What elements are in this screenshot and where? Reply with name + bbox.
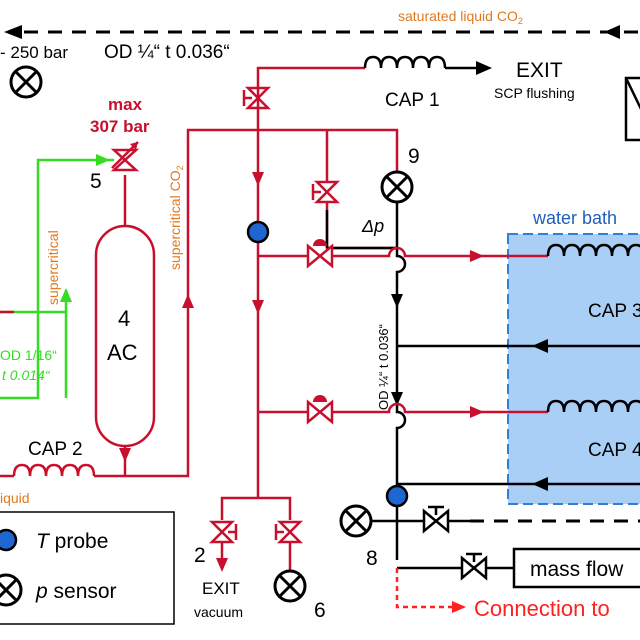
- vacuum-label: vacuum: [194, 604, 243, 620]
- cap1-exit-arrow: [476, 61, 492, 75]
- green-feed-arrow-1: [96, 154, 110, 166]
- valve-cap4[interactable]: [306, 395, 334, 425]
- liquid-partial-label: iquid: [0, 490, 30, 506]
- saturated-line-arrow-right: [604, 25, 620, 39]
- cap3-coil: [546, 243, 640, 257]
- connection-arrow: [452, 601, 466, 613]
- valve-top[interactable]: [242, 86, 272, 110]
- main-line-arrow-2: [252, 300, 264, 314]
- valve-bypass[interactable]: [311, 180, 341, 204]
- temperature-probe-upper: [246, 220, 270, 244]
- connection-dashed-line: [395, 568, 452, 609]
- valve-mass-flow[interactable]: [460, 552, 488, 581]
- saturated-line-arrow-left: [4, 25, 22, 39]
- cap4-label: CAP 4: [588, 440, 640, 461]
- sensor-9-label: 9: [408, 145, 420, 168]
- delta-p-label: Δp: [361, 216, 384, 236]
- cap3-label: CAP 3: [588, 301, 640, 322]
- valve-lower-1[interactable]: [422, 505, 450, 534]
- exit-top-label: EXIT: [516, 59, 563, 82]
- pressure-range-label: - 250 bar: [0, 43, 68, 62]
- exit-bottom-label: EXIT: [202, 579, 240, 598]
- pressure-sensor-9: [380, 170, 414, 204]
- cap4-coil: [546, 399, 640, 413]
- ac-bottom-arrow: [119, 448, 131, 462]
- cap2-label: CAP 2: [28, 439, 83, 460]
- od-vertical-label: OD ¼“ t 0.036“: [376, 324, 391, 410]
- cap1-label: CAP 1: [385, 90, 440, 111]
- supercritical-label: supercritical: [45, 230, 61, 305]
- cap3-feed-arrow: [470, 250, 484, 262]
- connection-to-label: Connection to: [474, 596, 610, 621]
- valve-5-label: 5: [90, 170, 102, 193]
- cap4-feed-arrow: [470, 406, 484, 418]
- od-top-label: OD ¼“ t 0.036“: [104, 42, 230, 63]
- cap3-feed-line: [258, 246, 548, 258]
- return-line-arrow-2: [391, 392, 403, 406]
- supercritical-co2-label: supercritical CO2: [167, 165, 185, 270]
- return-vertical-line: [395, 202, 407, 560]
- cap1-coil: [363, 55, 447, 69]
- valve-cap3[interactable]: [306, 239, 334, 269]
- mass-flow-label: mass flow: [530, 558, 624, 581]
- od-left-label-1: OD 1/16“: [0, 347, 57, 363]
- cap4-feed-line: [258, 402, 548, 414]
- cap2-line: [94, 410, 190, 478]
- od-left-label-2: t 0.014“: [2, 367, 51, 383]
- temperature-probe-lower: [385, 484, 409, 508]
- pressure-sensor-8: [339, 504, 373, 538]
- supercritical-up-arrow: [182, 294, 194, 308]
- legend-t-probe-text: T probe: [36, 530, 108, 553]
- legend-box: [0, 511, 175, 625]
- water-bath-label: water bath: [532, 208, 617, 228]
- legend-p-sensor-symbol: [0, 573, 23, 607]
- accumulator: [94, 224, 156, 448]
- green-feed-top: [0, 158, 114, 400]
- sensor-6-label: 6: [314, 599, 326, 622]
- pressure-sensor-top-left: [9, 65, 43, 99]
- relief-valve-5[interactable]: [110, 141, 140, 172]
- right-edge-device: [624, 76, 640, 142]
- cap2-coil: [12, 463, 96, 477]
- valve-2-label: 2: [194, 544, 206, 567]
- ac-name: AC: [107, 340, 138, 365]
- ac-number: 4: [118, 306, 130, 331]
- scp-flushing-label: SCP flushing: [494, 85, 575, 101]
- cap1-feed-line: [256, 66, 365, 190]
- mass-flow-box: [512, 547, 640, 589]
- sensor-8-label: 8: [366, 547, 378, 570]
- water-bath: [507, 233, 640, 505]
- valve-2[interactable]: [208, 520, 238, 544]
- saturated-liquid-label: saturated liquid CO2: [398, 8, 523, 26]
- pressure-sensor-6: [273, 569, 307, 603]
- main-line-arrow-1: [252, 172, 264, 186]
- cap4-return-arrow: [532, 477, 548, 491]
- max-pressure-label: 307 bar: [90, 117, 150, 136]
- cap3-return-arrow: [532, 339, 548, 353]
- legend-t-probe-symbol: [0, 528, 18, 552]
- valve-sensor-6[interactable]: [274, 520, 304, 544]
- legend-p-sensor-text: p sensor: [35, 580, 117, 603]
- max-label: max: [108, 95, 143, 114]
- return-line-arrow-1: [391, 294, 403, 308]
- bottom-exit-manifold: [220, 496, 258, 520]
- valve-2-exit-arrow: [216, 558, 228, 572]
- upper-manifold-line: [186, 128, 399, 410]
